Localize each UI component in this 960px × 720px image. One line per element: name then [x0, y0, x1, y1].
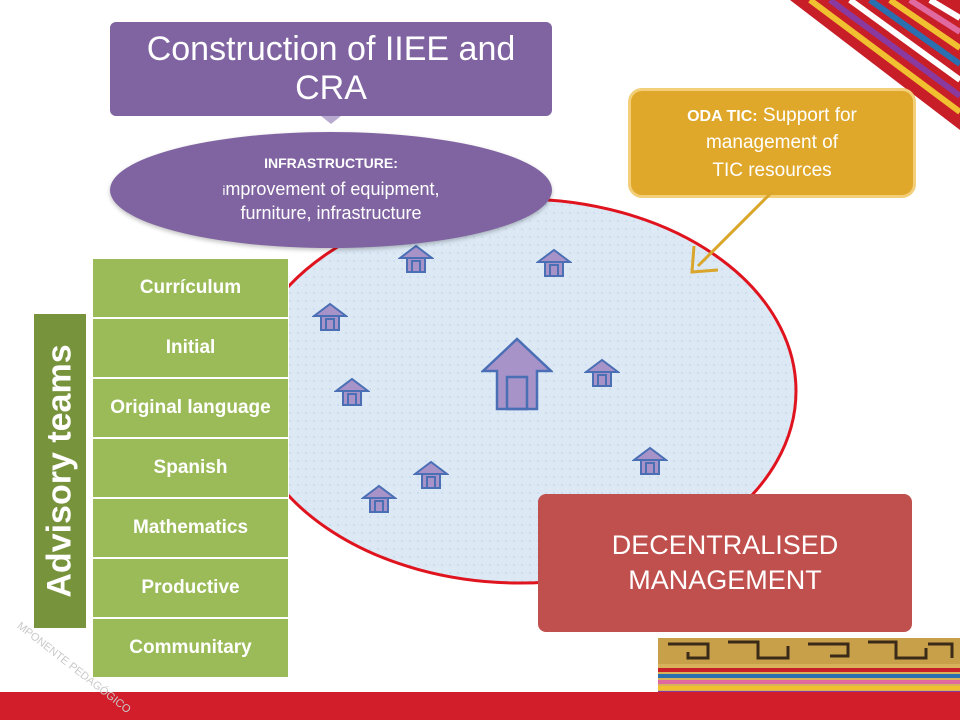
subject-spanish: Spanish	[93, 439, 288, 497]
decentralised-management-box: DECENTRALISED MANAGEMENT	[538, 494, 912, 632]
subject-list: Currículum Initial Original language Spa…	[93, 259, 288, 679]
oda-line-3: TIC resources	[712, 159, 832, 181]
oda-line-1-rest: Support for	[762, 104, 857, 126]
title-line-2: CRA	[295, 69, 367, 107]
house-icon	[361, 484, 397, 513]
subject-communitary: Communitary	[93, 619, 288, 677]
house-icon	[334, 377, 370, 406]
infrastructure-heading: INFRASTRUCTURE:	[264, 154, 398, 171]
subject-productive: Productive	[93, 559, 288, 617]
infrastructure-line-1-text: mprovement of equipment,	[225, 178, 440, 199]
infrastructure-line-1: improvement of equipment,	[222, 177, 439, 201]
textile-pattern-bottom-right	[658, 638, 960, 694]
oda-line-2: management of	[705, 132, 839, 154]
house-icon	[536, 248, 572, 277]
infrastructure-ellipse: INFRASTRUCTURE: improvement of equipment…	[110, 132, 552, 248]
subject-mathematics: Mathematics	[93, 499, 288, 557]
textile-pattern-top-right	[790, 0, 960, 130]
subject-curriculum: Currículum	[93, 259, 288, 317]
oda-arrow	[690, 190, 774, 274]
oda-line-1: ODA TIC: Support for	[687, 102, 857, 130]
infrastructure-line-2: furniture, infrastructure	[240, 203, 422, 223]
decentralised-line-1: DECENTRALISED	[611, 529, 839, 560]
advisory-teams-bar: Advisory teams	[34, 314, 86, 628]
house-icon	[584, 358, 620, 387]
subject-initial: Initial	[93, 319, 288, 377]
title-line-1: Construction of IIEE and	[146, 29, 516, 68]
advisory-teams-label: Advisory teams	[40, 344, 79, 598]
infrastructure-line-1-prefix: i	[222, 182, 226, 198]
house-icon	[413, 460, 449, 489]
subject-original-language: Original language	[93, 379, 288, 437]
decentralised-line-2: MANAGEMENT	[628, 565, 822, 595]
title-pointer-triangle	[321, 116, 341, 124]
title-construction-box: Construction of IIEE and CRA	[110, 22, 552, 116]
house-icon	[398, 244, 434, 273]
oda-bold-label: ODA TIC:	[687, 107, 758, 125]
house-icon	[632, 446, 668, 475]
oda-tic-box: ODA TIC: Support for management of TIC r…	[628, 88, 916, 198]
bottom-bar	[0, 692, 960, 720]
house-icon	[312, 302, 348, 331]
central-school-icon	[481, 337, 553, 411]
